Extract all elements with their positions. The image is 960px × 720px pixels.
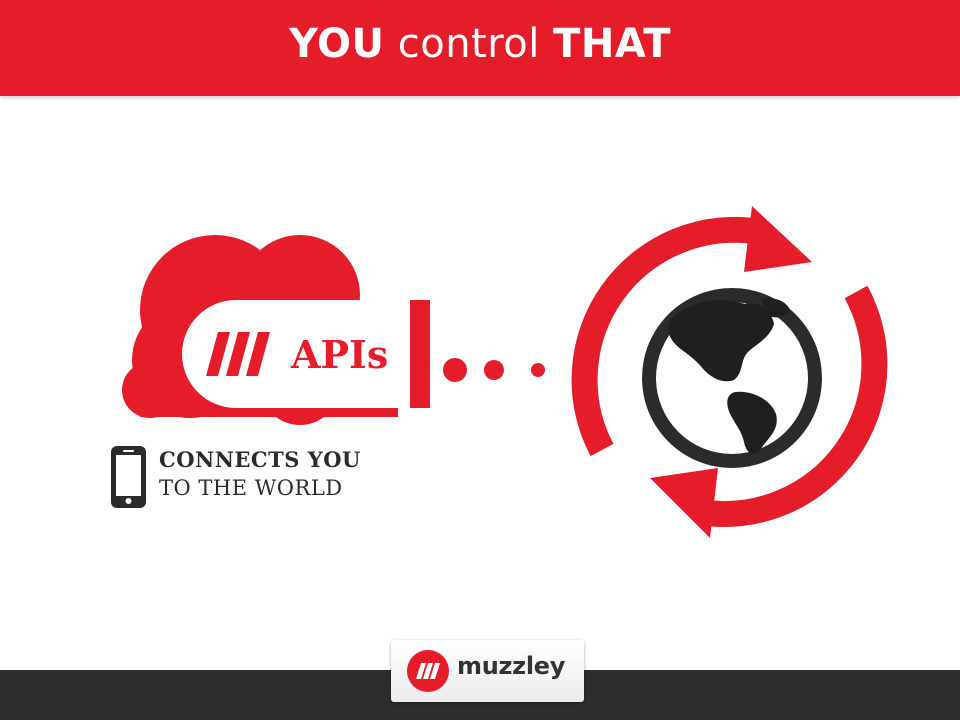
- tagline-line-1: CONNECTS YOU: [159, 447, 361, 472]
- refresh-arrows-icon: [571, 206, 888, 538]
- tagline: CONNECTS YOU TO THE WORLD: [159, 446, 361, 502]
- globe-icon: [642, 288, 822, 468]
- page-title: YOU control THAT: [289, 21, 671, 67]
- brand-logo-icon: [407, 650, 449, 692]
- brand-name: muzzley: [457, 652, 566, 680]
- brand-badge[interactable]: muzzley: [391, 640, 584, 702]
- dots-icon: [443, 358, 545, 382]
- title-strong-that: THAT: [553, 21, 672, 67]
- title-light-control: control: [397, 21, 540, 67]
- apis-label: APIs: [291, 332, 389, 377]
- header-banner: YOU control THAT: [0, 0, 960, 96]
- title-strong-you: YOU: [288, 21, 385, 67]
- tagline-line-2: TO THE WORLD: [159, 476, 343, 500]
- muzzley-logo-icon: [206, 332, 270, 376]
- phone-icon: [111, 446, 146, 508]
